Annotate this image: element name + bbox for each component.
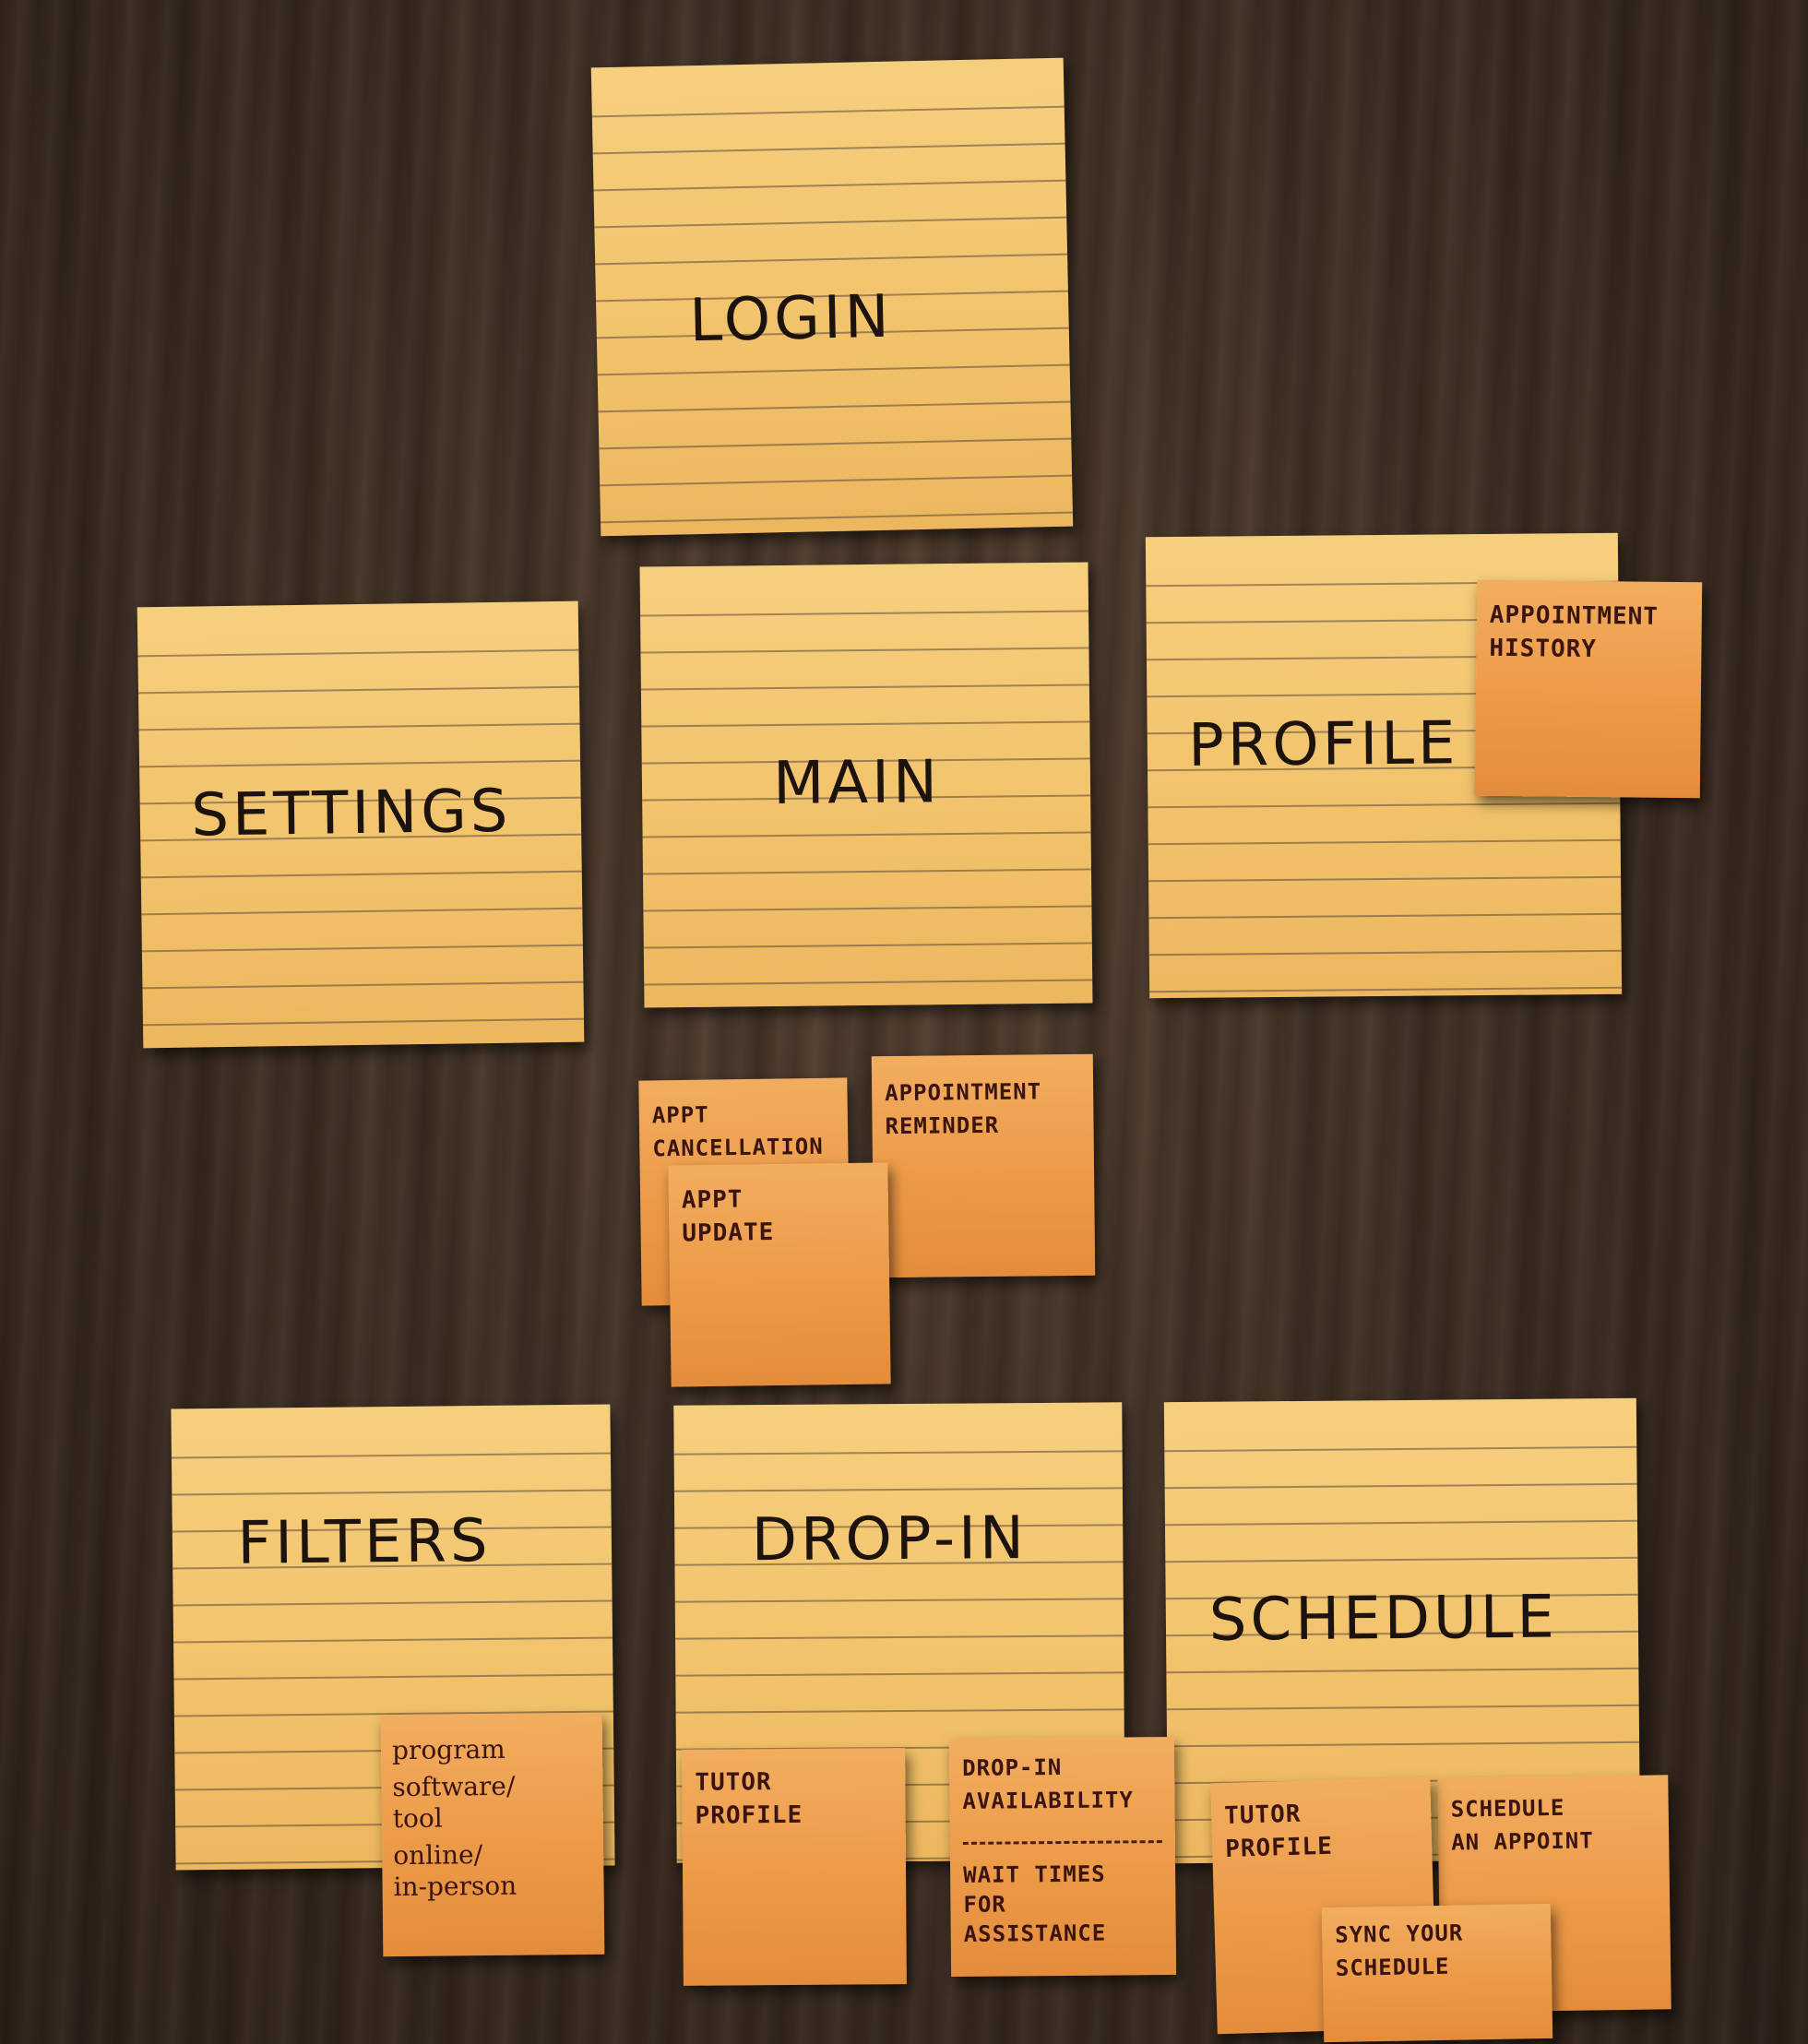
login-note: LOGIN <box>590 57 1074 537</box>
dropin-availability-note: DROP-IN AVAILABILITY WAIT TIMES FOR ASSI… <box>948 1736 1177 1978</box>
appointment-reminder-text: APPOINTMENT REMINDER <box>885 1078 1042 1140</box>
filters-options-note: program software/ tool online/ in-person <box>380 1712 605 1957</box>
settings-note: SETTINGS <box>137 600 585 1049</box>
filters-options-list: program software/ tool online/ in-person <box>392 1733 599 1908</box>
main-label: MAIN <box>772 748 942 819</box>
schedule-appointment-text: SCHEDULE AN APPOINT <box>1450 1794 1594 1856</box>
login-label: LOGIN <box>688 282 894 356</box>
filters-label: FILTERS <box>236 1506 492 1578</box>
appt-cancellation-text: APPT CANCELLATION <box>651 1101 824 1162</box>
appointment-history-text: APPOINTMENT HISTORY <box>1489 600 1659 664</box>
appointment-reminder-note: APPOINTMENT REMINDER <box>871 1053 1096 1278</box>
dropin-availability-text: DROP-IN AVAILABILITY <box>962 1754 1134 1814</box>
filter-option-software: software/ tool <box>392 1770 516 1835</box>
filter-option-program: program <box>391 1733 506 1766</box>
appt-update-note: APPT UPDATE <box>668 1162 891 1387</box>
wait-times-text: WAIT TIMES FOR ASSISTANCE <box>963 1860 1107 1947</box>
availability-divider <box>962 1840 1162 1845</box>
dropin-tutor-profile-text: TUTOR PROFILE <box>695 1768 803 1830</box>
main-note: MAIN <box>639 562 1093 1008</box>
filter-option-online: online/ in-person <box>393 1839 517 1903</box>
sync-schedule-text: SYNC YOUR SCHEDULE <box>1335 1919 1464 1981</box>
drop-in-label: DROP-IN <box>751 1504 1029 1575</box>
schedule-label: SCHEDULE <box>1208 1583 1559 1655</box>
sync-schedule-note: SYNC YOUR SCHEDULE <box>1321 1903 1553 2043</box>
dropin-tutor-profile-note: TUTOR PROFILE <box>682 1748 907 1986</box>
appointment-history-note: APPOINTMENT HISTORY <box>1474 579 1703 799</box>
schedule-tutor-profile-text: TUTOR PROFILE <box>1223 1800 1334 1863</box>
appt-update-text: APPT UPDATE <box>681 1185 775 1248</box>
settings-label: SETTINGS <box>190 777 512 850</box>
